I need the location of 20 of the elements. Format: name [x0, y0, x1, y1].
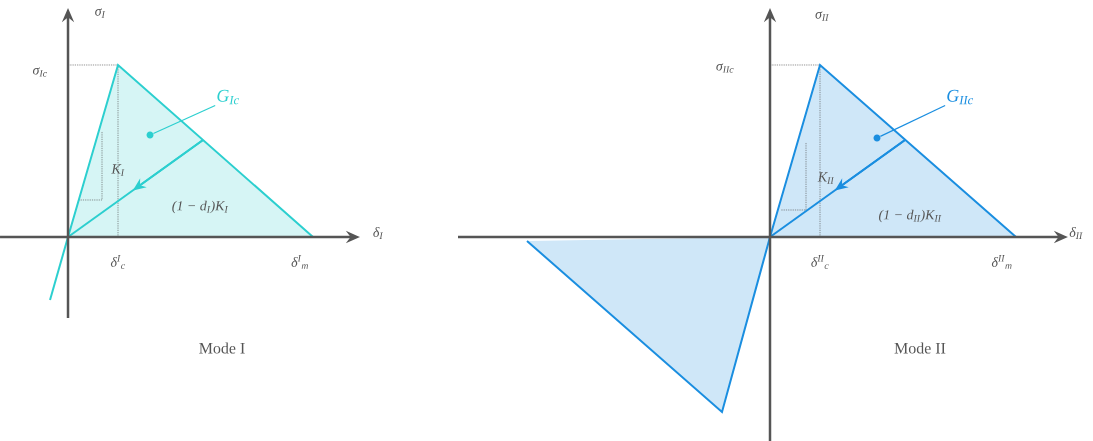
axis-label: K$_{I}$: [111, 164, 125, 176]
axis-label: σ$_{Ic}$: [32, 67, 47, 77]
axis-label: δ$^{I}$c: [110, 255, 125, 269]
area-label: G$_{Ic}$: [217, 89, 239, 105]
axis-label: (1 − d$_{II}$)K$_{II}$: [879, 209, 942, 223]
axis-label: δ$^{II}$m: [991, 255, 1012, 269]
axis-label: δ$^{I}$m: [291, 255, 308, 269]
caption: Mode II: [894, 342, 946, 354]
leader-line: [152, 104, 216, 135]
axis-label: (1 − d$_{I}$)K$_{I}$: [172, 200, 229, 214]
axis-label: σ$_{I}$: [95, 8, 106, 18]
axis-label: δ$_{II}$: [1069, 227, 1083, 239]
leader-line: [879, 104, 946, 137]
axis-label: σ$_{IIc}$: [716, 63, 734, 73]
axis-label: σ$_{II}$: [815, 11, 829, 21]
caption: Mode I: [199, 342, 245, 354]
area-label: G$_{IIc}$: [947, 89, 974, 105]
axis-label: K$_{II}$: [817, 172, 835, 184]
axis-label: δ$_{I}$: [373, 227, 383, 239]
axis-label: δ$^{II}$c: [811, 255, 829, 269]
